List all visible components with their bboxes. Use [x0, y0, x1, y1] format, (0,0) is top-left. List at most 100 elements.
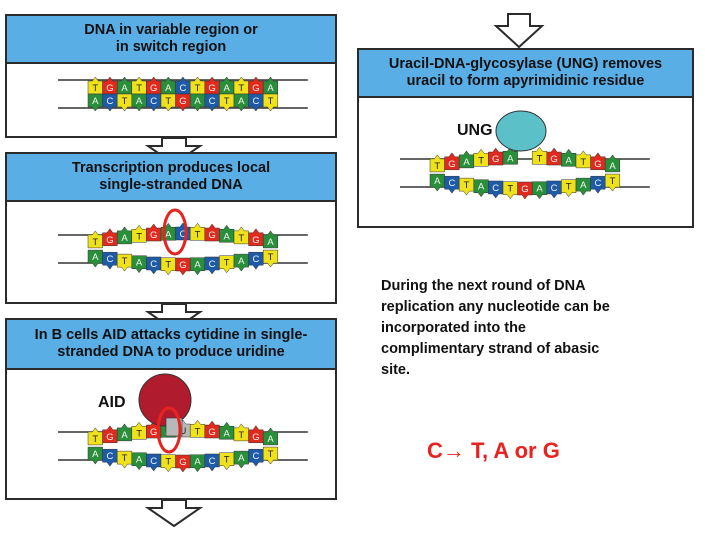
- base-letter: T: [165, 96, 171, 107]
- base-letter: A: [566, 155, 573, 166]
- base-letter: A: [224, 428, 231, 439]
- base-letter: T: [136, 83, 142, 94]
- base-letter: A: [136, 258, 143, 269]
- base-letter: T: [610, 176, 616, 187]
- base-letter: T: [434, 161, 440, 172]
- base-letter: A: [609, 161, 616, 172]
- base-letter: T: [165, 260, 171, 271]
- base-letter: G: [208, 230, 215, 241]
- base-letter: T: [507, 184, 513, 195]
- mutation-summary: C→ T, A or G: [427, 438, 560, 463]
- base-letter: A: [238, 96, 245, 107]
- base-letter: G: [208, 83, 215, 94]
- base-letter: T: [537, 153, 543, 164]
- base-letter: A: [121, 430, 128, 441]
- base-letter: T: [92, 237, 98, 248]
- base-letter: A: [136, 96, 143, 107]
- note-line: replication any nucleotide can be: [381, 299, 610, 315]
- base-letter: C: [209, 259, 216, 270]
- title-line: uracil to form apyrimidinic residue: [406, 73, 645, 89]
- base-letter: T: [238, 233, 244, 244]
- base-letter: G: [252, 83, 259, 94]
- base-letter: A: [194, 96, 201, 107]
- base-top: [262, 76, 279, 95]
- base-letter: T: [92, 83, 98, 94]
- base-letter: C: [209, 456, 216, 467]
- base-letter: G: [150, 230, 157, 241]
- base-letter: G: [179, 457, 186, 468]
- title-line: Transcription produces local: [71, 160, 271, 176]
- base-letter: A: [267, 237, 274, 248]
- base-letter: T: [238, 83, 244, 94]
- base-letter: T: [224, 258, 230, 269]
- aid-enzyme: [138, 373, 192, 427]
- base-letter: C: [209, 96, 216, 107]
- base-letter: T: [136, 428, 142, 439]
- base-letter: T: [195, 229, 201, 240]
- note-line: site.: [381, 362, 411, 378]
- base-letter: A: [507, 153, 514, 164]
- base-bottom: [604, 173, 621, 192]
- panel-dna-region: DNA in variable region or in switch regi…: [5, 14, 337, 138]
- base-letter: G: [252, 235, 259, 246]
- base-letter: G: [492, 154, 499, 165]
- base-letter: A: [121, 83, 128, 94]
- title-line: single-stranded DNA: [99, 177, 243, 193]
- uridine-highlight: [156, 406, 182, 454]
- base-letter: G: [252, 432, 259, 443]
- base-letter: A: [434, 176, 441, 187]
- title-line: DNA in variable region or: [84, 22, 258, 38]
- base-letter: G: [150, 427, 157, 438]
- panel-transcription-title: Transcription produces local single-stra…: [7, 154, 335, 202]
- base-letter: A: [580, 180, 587, 191]
- base-letter: T: [238, 430, 244, 441]
- base-letter: A: [238, 256, 245, 267]
- base-letter: G: [106, 235, 113, 246]
- base-letter: G: [106, 83, 113, 94]
- base-letter: C: [106, 254, 113, 265]
- base-letter: A: [165, 83, 172, 94]
- base-letter: U: [179, 426, 186, 437]
- note-line: incorporated into the: [381, 320, 526, 336]
- arrow-bottom: [144, 499, 204, 528]
- base-letter: A: [224, 231, 231, 242]
- base-letter: G: [106, 432, 113, 443]
- base-letter: T: [195, 426, 201, 437]
- base-letter: C: [448, 178, 455, 189]
- base-letter: C: [594, 178, 601, 189]
- base-letter: T: [268, 449, 274, 460]
- base-letter: T: [464, 180, 470, 191]
- base-bottom: [262, 249, 279, 268]
- base-letter: G: [179, 260, 186, 271]
- cytidine-highlight: [162, 208, 188, 256]
- base-letter: C: [551, 183, 558, 194]
- panel-dna-region-title: DNA in variable region or in switch regi…: [7, 16, 335, 64]
- base-letter: T: [268, 252, 274, 263]
- base-letter: G: [448, 159, 455, 170]
- base-letter: T: [136, 231, 142, 242]
- base-letter: C: [492, 183, 499, 194]
- panel-aid-attack-title: In B cells AID attacks cytidine in singl…: [7, 320, 335, 370]
- base-letter: A: [224, 83, 231, 94]
- title-line: in switch region: [115, 39, 227, 55]
- base-letter: A: [238, 453, 245, 464]
- aid-label: AID: [98, 394, 126, 411]
- ung-label: UNG: [457, 122, 493, 139]
- base-letter: C: [179, 229, 186, 240]
- base-letter: A: [267, 434, 274, 445]
- base-letter: C: [252, 451, 259, 462]
- panel-transcription: Transcription produces local single-stra…: [5, 152, 337, 304]
- base-letter: G: [179, 96, 186, 107]
- base-letter: T: [580, 157, 586, 168]
- base-letter: T: [122, 256, 128, 267]
- base-letter: T: [478, 155, 484, 166]
- base-letter: C: [106, 96, 113, 107]
- base-letter: C: [150, 96, 157, 107]
- base-letter: A: [92, 96, 99, 107]
- base-letter: T: [195, 83, 201, 94]
- base-letter: C: [252, 96, 259, 107]
- base-letter: C: [106, 451, 113, 462]
- base-top: [262, 230, 279, 249]
